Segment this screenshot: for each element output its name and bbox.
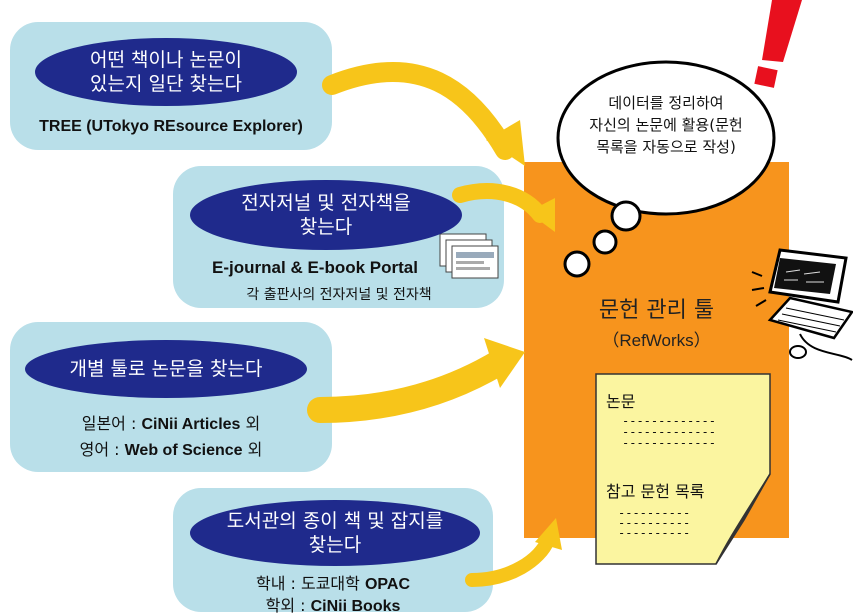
paper-icon [595, 373, 771, 565]
oval-line: 찾는다 [299, 216, 353, 238]
thought-bubble-icon [556, 60, 776, 278]
dash-line: ---------- [618, 526, 691, 540]
label-on-campus: 학내 : 도쿄대학 [255, 574, 365, 593]
cinii-articles-link[interactable]: CiNii Articles [141, 416, 241, 433]
oval-find-ejournal: 전자저널 및 전자책을 찾는다 [190, 180, 462, 250]
dash-line: ------------- [622, 414, 716, 428]
oval-find-articles: 개별 툴로 논문을 찾는다 [25, 340, 307, 398]
arrow-from-tree [322, 61, 525, 166]
opac-link[interactable]: OPAC [364, 576, 410, 593]
tool-title: 문헌 관리 툴 [598, 298, 715, 323]
oval-line: 찾는다 [308, 534, 362, 556]
computer-icon [751, 248, 853, 361]
paper-section: 참고 문헌 목록 [606, 482, 705, 501]
arrow-from-ejournal [452, 183, 555, 232]
label-off-campus: 학외 : [265, 596, 311, 615]
oval-line: 도서관의 종이 책 및 잡지를 [226, 510, 444, 532]
caption-tree[interactable]: TREE (UTokyo REsource Explorer) [39, 118, 303, 135]
caption-off-campus: 학외 : CiNii Books [173, 592, 493, 616]
web-of-science-link[interactable]: Web of Science [124, 442, 243, 459]
caption-english: 영어 : Web of Science 외 [10, 436, 332, 460]
document-stack-icon [439, 233, 499, 279]
oval-find-anything: 어떤 책이나 논문이 있는지 일단 찾는다 [35, 38, 297, 106]
paper-short-dashes: ---------- ---------- ---------- [618, 506, 691, 540]
label-japanese: 일본어 : [81, 414, 142, 433]
oval-find-books: 도서관의 종이 책 및 잡지를 찾는다 [190, 500, 480, 566]
subcaption-ejournal: 각 출판사의 전자저널 및 전자책 [246, 287, 432, 303]
dash-line: ------------- [622, 436, 716, 450]
caption-ejournal[interactable]: E-journal & E-book Portal [212, 258, 418, 277]
exclamation-icon [754, 0, 802, 88]
thought-line: 목록을 자동으로 작성) [596, 138, 736, 156]
arrow-from-books [465, 518, 562, 587]
dash-line: ---------- [618, 506, 691, 520]
cinii-books-link[interactable]: CiNii Books [310, 598, 401, 615]
dash-line: ------------- [622, 425, 716, 439]
oval-line: 있는지 일단 찾는다 [90, 73, 242, 95]
caption-on-campus: 학내 : 도쿄대학 OPAC [173, 570, 493, 594]
paper-dashes: ------------- ------------- ------------… [622, 414, 716, 450]
oval-line: 개별 툴로 논문을 찾는다 [69, 358, 263, 380]
arrow-from-articles [307, 338, 525, 423]
paper-heading: 논문 [606, 392, 636, 411]
caption-japanese: 일본어 : CiNii Articles 외 [10, 410, 332, 434]
thought-line: 데이터를 정리하여 [608, 94, 724, 112]
suffix: 외 [240, 414, 261, 433]
dash-line: ---------- [618, 516, 691, 530]
tool-subtitle[interactable]: （RefWorks） [602, 331, 711, 350]
thought-line: 자신의 논문에 활용(문헌 [589, 116, 743, 134]
oval-line: 어떤 책이나 논문이 [90, 49, 242, 71]
thought-text: 데이터를 정리하여 자신의 논문에 활용(문헌 목록을 자동으로 작성) [566, 92, 766, 158]
label-english: 영어 : [79, 440, 125, 459]
oval-line: 전자저널 및 전자책을 [241, 192, 411, 214]
suffix: 외 [242, 440, 263, 459]
